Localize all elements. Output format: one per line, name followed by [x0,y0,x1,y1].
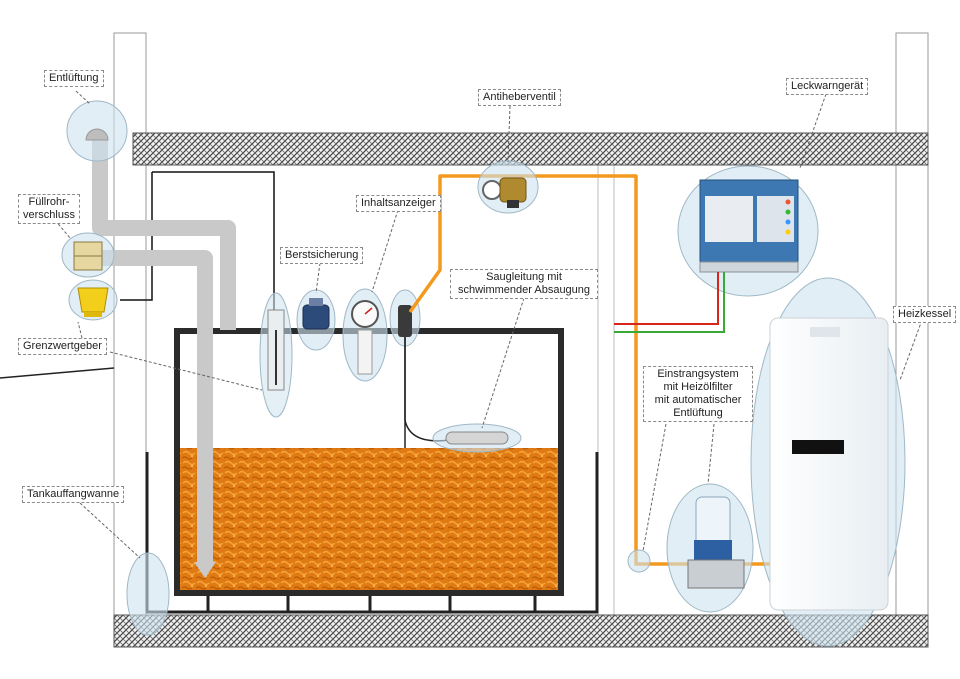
signal-wire [120,171,275,330]
partition-wall [597,164,615,616]
catch-basin [145,452,599,614]
label-fuellrohr-line2: verschluss [23,209,75,221]
label-fuellrohrverschluss: Füllrohr- verschluss [18,194,80,224]
float-icon [445,431,509,445]
label-tankauffangwanne: Tankauffangwanne [22,486,125,503]
label-einstrangsystem: Einstrangsystem mit Heizölfilter mit aut… [643,366,753,422]
catch-basin-highlight [126,552,170,636]
label-einstrang-line3: mit automatischer [654,394,742,406]
label-leckwarngeraet: Leckwarngerät [786,78,869,95]
label-saugleitung-line1: Saugleitung mit [486,271,562,283]
wire-green [614,272,725,333]
fill-pipe-arrow [194,562,216,578]
fill-pipe [100,250,213,565]
label-saugleitung: Saugleitung mit schwimmender Absaugung [450,269,598,299]
label-heizkessel: Heizkessel [893,306,957,323]
vent-pipe [92,138,236,330]
boiler-icon [769,317,889,611]
label-grenzwertgeber: Grenzwertgeber [18,338,107,355]
label-fuellrohr-line1: Füllrohr- [28,196,70,208]
label-einstrang-line4: Entlüftung [673,407,723,419]
oil-supply-line [408,174,770,566]
label-berstsicherung: Berstsicherung [280,247,364,264]
label-inhaltsanzeiger: Inhaltsanzeiger [356,195,441,212]
vent-cap-icon [85,128,109,141]
label-saugleitung-line2: schwimmender Absaugung [457,284,591,296]
label-antiheberventil: Antiheberventil [478,89,561,106]
ground-line [0,367,115,379]
label-einstrang-line1: Einstrangsystem [657,368,739,380]
limit-sensor-icon [77,287,109,313]
anti-siphon-valve-icon [482,180,502,200]
label-einstrang-line2: mit Heizölfilter [663,381,733,393]
oil-fill [180,448,558,590]
leader-lines [54,90,923,559]
line-highlight [627,549,651,573]
wire-red [614,272,719,325]
burst-protection-icon [302,304,330,330]
label-entlueftung: Entlüftung [44,70,104,87]
ceiling-slab [132,132,929,166]
suction-hose [404,337,451,442]
right-wall [895,32,929,648]
suction-valve-icon [398,305,412,337]
